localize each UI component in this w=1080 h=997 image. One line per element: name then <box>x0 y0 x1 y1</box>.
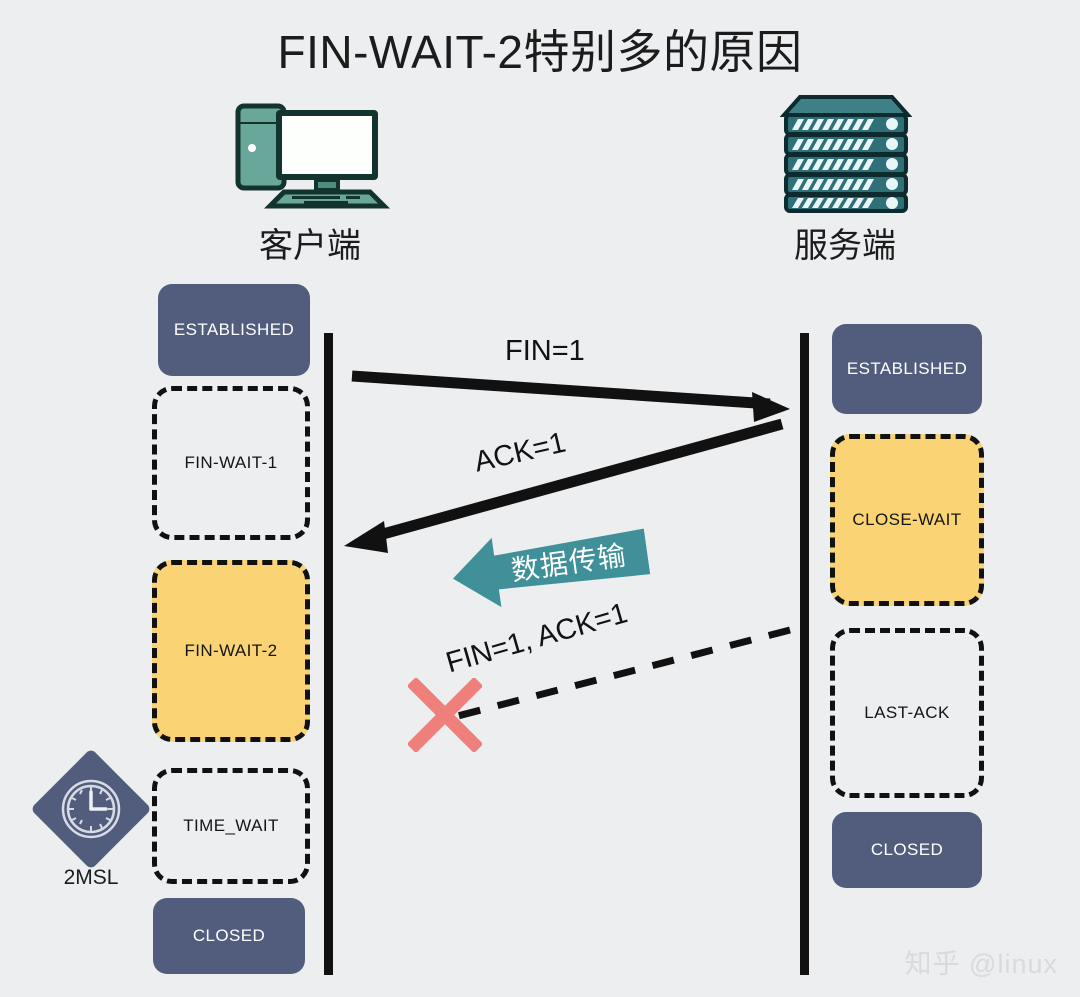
client-timeline <box>324 333 333 975</box>
server-rack-icon <box>779 95 913 213</box>
server-timeline <box>800 333 809 975</box>
watermark: 知乎 @linux <box>904 949 1058 979</box>
server-state-closed[interactable]: CLOSED <box>832 812 982 888</box>
client-state-closed[interactable]: CLOSED <box>153 898 305 974</box>
client-label: 客户端 <box>259 227 361 265</box>
server-state-established[interactable]: ESTABLISHED <box>832 324 982 414</box>
client-state-fin-wait-1[interactable]: FIN-WAIT-1 <box>152 386 310 540</box>
msl-diamond-shape <box>30 748 152 870</box>
page-title: FIN-WAIT-2特别多的原因 <box>277 26 803 78</box>
desktop-computer-icon <box>232 100 392 210</box>
msl-timer-label: 2MSL <box>63 866 119 889</box>
message-label-ack: ACK=1 <box>471 426 569 479</box>
client-state-established[interactable]: ESTABLISHED <box>158 284 310 376</box>
server-label: 服务端 <box>794 227 896 265</box>
server-state-close-wait[interactable]: CLOSE-WAIT <box>830 434 984 606</box>
message-label-fin: FIN=1 <box>505 335 585 367</box>
client-state-fin-wait-2[interactable]: FIN-WAIT-2 <box>152 560 310 742</box>
data-transfer-banner: 数据传输 <box>448 515 652 616</box>
clock-icon <box>61 779 121 839</box>
client-state-time-wait[interactable]: TIME_WAIT <box>152 768 310 884</box>
msl-timer: 2MSL <box>30 748 152 890</box>
fin-arrow <box>351 370 790 422</box>
blocked-x-icon <box>408 678 482 752</box>
server-state-last-ack[interactable]: LAST-ACK <box>830 628 984 798</box>
